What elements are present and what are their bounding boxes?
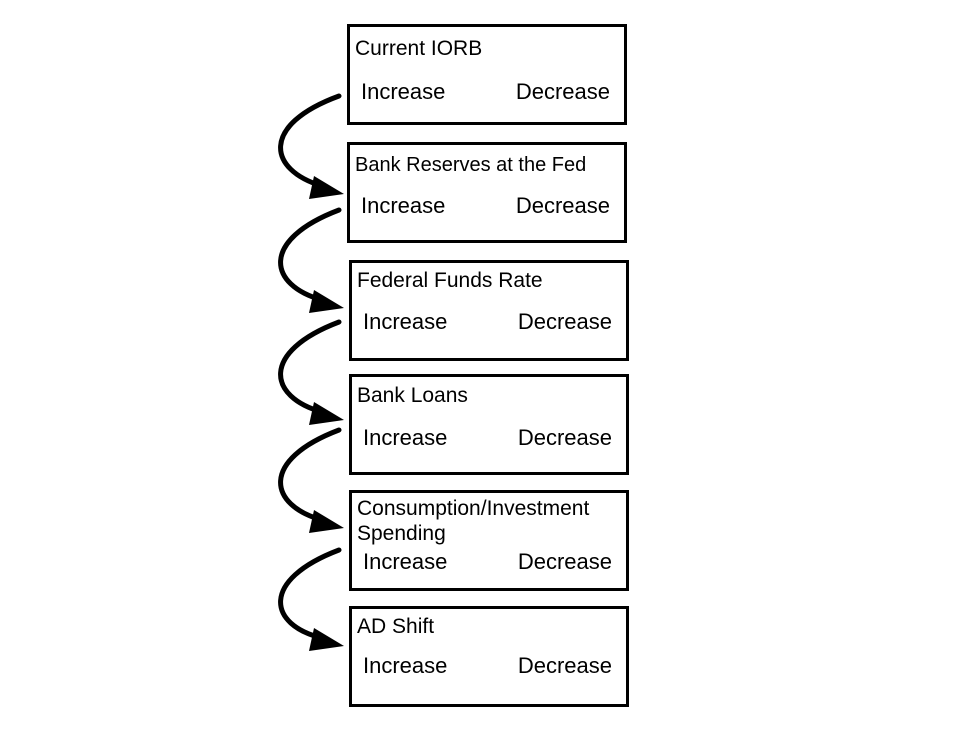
increase-option[interactable]: Increase bbox=[363, 425, 448, 450]
decrease-option[interactable]: Decrease bbox=[517, 309, 612, 334]
arrow-5-head bbox=[309, 628, 344, 651]
arrow-5-curve bbox=[278, 547, 342, 641]
decrease-option[interactable]: Decrease bbox=[517, 549, 612, 574]
step-box-ad-shift: AD Shift Increase Decrease bbox=[349, 606, 629, 707]
decrease-option[interactable]: Decrease bbox=[517, 653, 612, 678]
decrease-option[interactable]: Decrease bbox=[515, 79, 610, 104]
step-box-consumption-investment: Consumption/Investment Spending Increase… bbox=[349, 490, 629, 591]
step-title: Bank Loans bbox=[357, 384, 468, 407]
decrease-option[interactable]: Decrease bbox=[515, 193, 610, 218]
step-title: AD Shift bbox=[357, 615, 435, 638]
step-title: Bank Reserves at the Fed bbox=[355, 154, 587, 176]
increase-option[interactable]: Increase bbox=[361, 193, 446, 218]
arrow-1-curve bbox=[278, 93, 342, 189]
step-box-federal-funds-rate: Federal Funds Rate Increase Decrease bbox=[349, 260, 629, 361]
increase-option[interactable]: Increase bbox=[363, 309, 448, 334]
arrow-4-head bbox=[309, 510, 344, 533]
arrow-2-head bbox=[309, 290, 344, 313]
step-box-current-iorb: Current IORB Increase Decrease bbox=[347, 24, 627, 125]
decrease-option[interactable]: Decrease bbox=[517, 425, 612, 450]
arrow-1-head bbox=[309, 176, 344, 199]
step-box-bank-loans: Bank Loans Increase Decrease bbox=[349, 374, 629, 475]
arrow-4-curve bbox=[278, 427, 342, 523]
arrow-3-head bbox=[309, 402, 344, 425]
step-title: Federal Funds Rate bbox=[357, 269, 543, 292]
increase-option[interactable]: Increase bbox=[363, 549, 448, 574]
increase-option[interactable]: Increase bbox=[361, 79, 446, 104]
step-box-bank-reserves: Bank Reserves at the Fed Increase Decrea… bbox=[347, 142, 627, 243]
step-title: Current IORB bbox=[355, 37, 483, 60]
increase-option[interactable]: Increase bbox=[363, 653, 448, 678]
arrow-2-curve bbox=[278, 207, 342, 303]
arrow-3-curve bbox=[278, 319, 342, 415]
step-title: Consumption/Investment Spending bbox=[357, 497, 590, 545]
